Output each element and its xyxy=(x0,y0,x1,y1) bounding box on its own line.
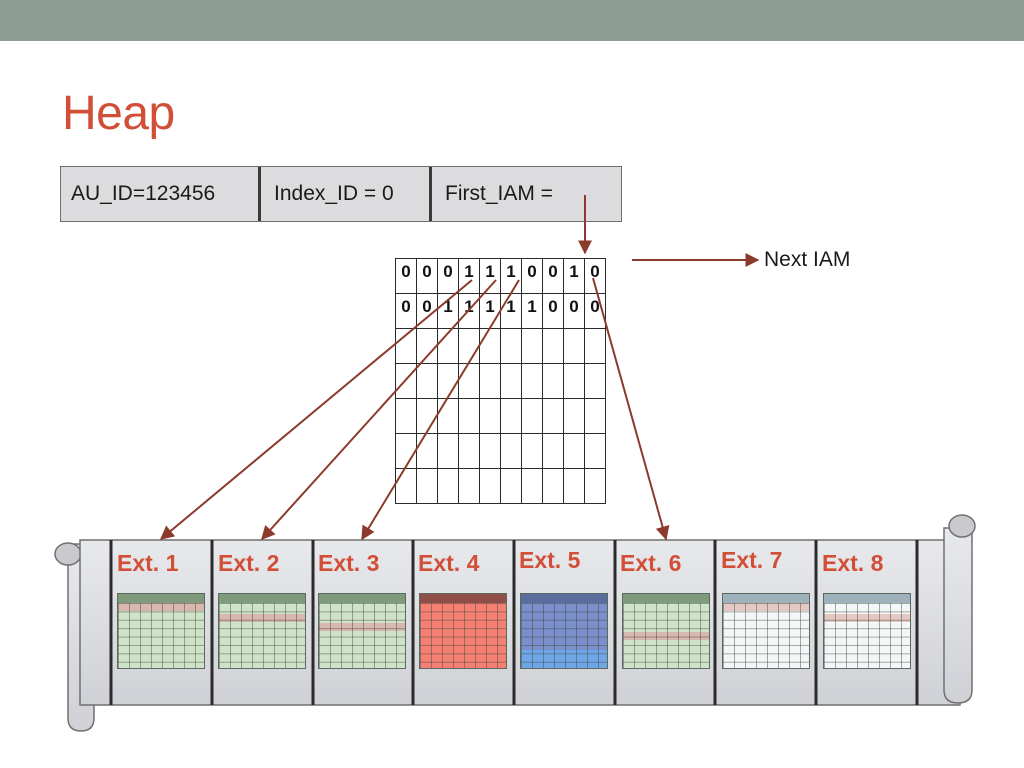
bitmap-row xyxy=(395,468,606,504)
extent-page-icon xyxy=(520,593,608,669)
top-bar xyxy=(0,0,1024,41)
extent-page-icon xyxy=(419,593,507,669)
extent-page-icon xyxy=(823,593,911,669)
extent-label: Ext. 7 xyxy=(721,547,783,573)
extent-page-icon xyxy=(117,593,205,669)
bit-to-ext6-arrow xyxy=(592,277,670,541)
extent-label: Ext. 6 xyxy=(620,550,682,576)
bit-to-ext3-arrow xyxy=(361,279,520,541)
extent-label: Ext. 5 xyxy=(519,547,581,573)
extent-page-icon xyxy=(622,593,710,669)
extent-page-icon xyxy=(722,593,810,669)
slide-title: Heap xyxy=(62,87,175,140)
first-iam-cell: First_IAM = xyxy=(445,182,553,205)
extent-label: Ext. 1 xyxy=(117,550,179,576)
extent-label: Ext. 8 xyxy=(822,550,884,576)
bitmap-cell xyxy=(584,468,606,504)
extent-page-icon xyxy=(318,593,406,669)
index-id-cell: Index_ID = 0 xyxy=(261,167,432,221)
extent-page-icon xyxy=(218,593,306,669)
au-id-cell: AU_ID=123456 xyxy=(61,167,261,221)
extent-label: Ext. 3 xyxy=(318,550,380,576)
allocation-unit-header: AU_ID=123456 Index_ID = 0 First_IAM = xyxy=(60,166,622,222)
extent-label: Ext. 2 xyxy=(218,550,280,576)
extent-label: Ext. 4 xyxy=(418,550,480,576)
bit-to-ext1-arrow xyxy=(159,279,473,540)
bit-to-ext2-arrow xyxy=(261,279,497,541)
next-iam-label: Next IAM xyxy=(764,248,851,271)
